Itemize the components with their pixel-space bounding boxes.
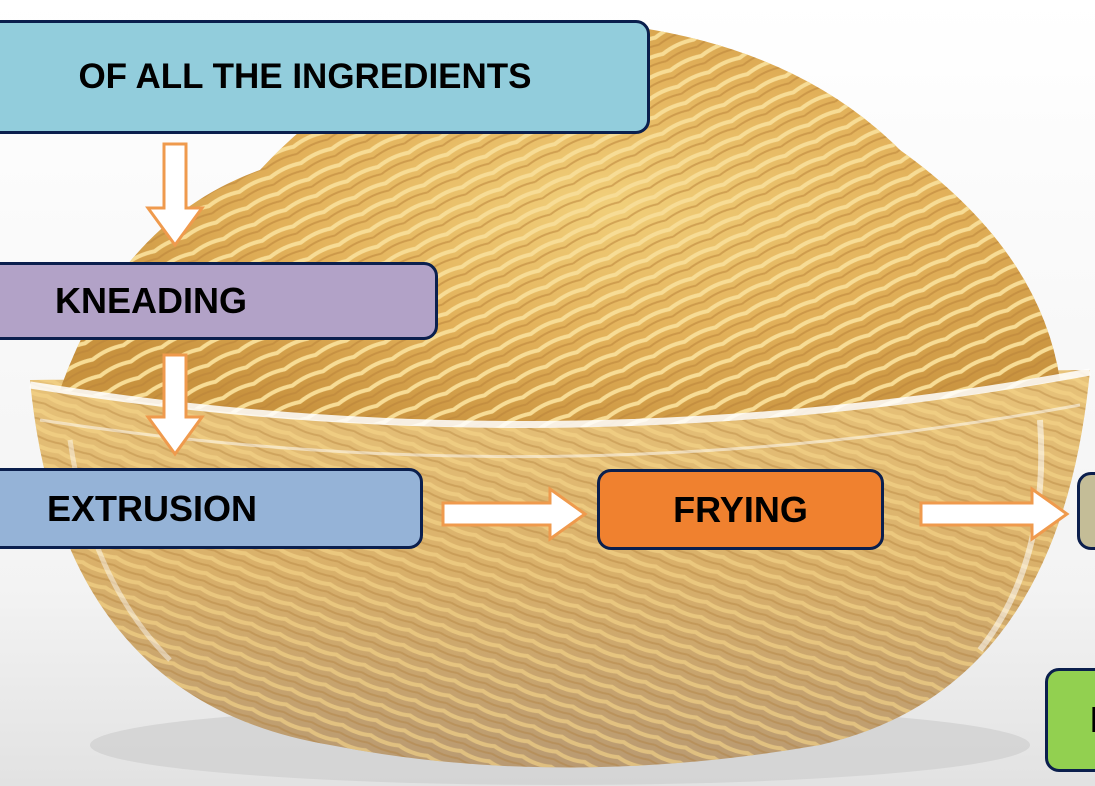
step-next-box	[1077, 472, 1095, 550]
step-frying-label: FRYING	[673, 488, 808, 530]
step-last-box: I	[1045, 668, 1095, 772]
step-mixing-box: OF ALL THE INGREDIENTS	[0, 20, 650, 134]
step-frying-box: FRYING	[597, 469, 884, 550]
down-arrow-icon	[145, 142, 205, 248]
step-extrusion-label: EXTRUSION	[47, 487, 258, 529]
down-arrow-icon	[145, 353, 205, 457]
step-mixing-label: OF ALL THE INGREDIENTS	[78, 57, 532, 96]
right-arrow-icon	[919, 486, 1070, 542]
step-extrusion-box: EXTRUSION	[0, 468, 423, 549]
right-arrow-icon	[441, 486, 588, 542]
step-last-label: I	[1090, 699, 1095, 741]
step-kneading-box: KNEADING	[0, 262, 438, 340]
step-kneading-label: KNEADING	[55, 280, 248, 321]
